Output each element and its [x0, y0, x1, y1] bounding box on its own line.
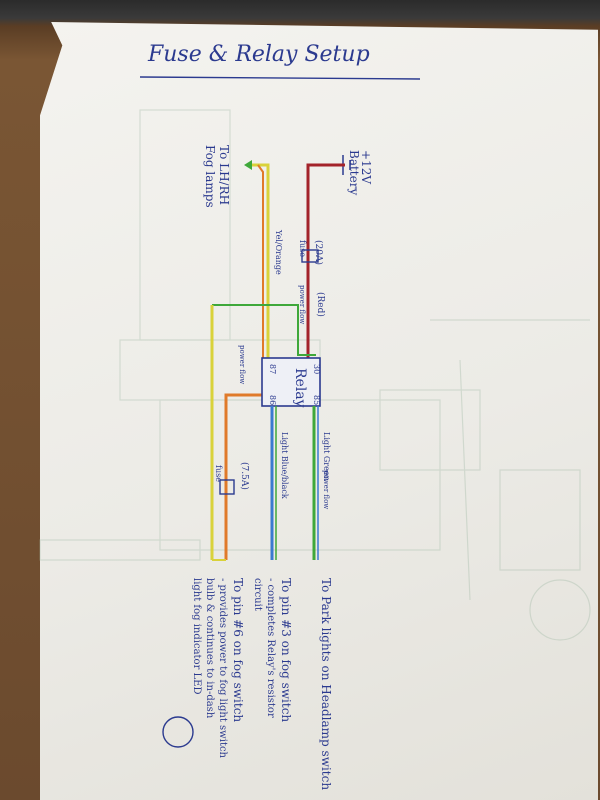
paper-sheet — [40, 22, 598, 800]
relay-box — [261, 357, 321, 407]
relay-pin-87: 87 — [268, 364, 277, 374]
relay-pin-30: 30 — [312, 364, 321, 374]
fog-lamps-label-line2: Fog lamps — [203, 145, 217, 208]
fuse-20a-symbol — [301, 249, 319, 263]
note-pin6-line3: bulb & continues to in-dash — [204, 578, 215, 719]
yellow-orange-wire — [252, 163, 270, 370]
led-circle — [162, 716, 194, 748]
fuse-20a-rating: (20A) — [313, 240, 324, 265]
battery-label-line2: Battery — [347, 150, 361, 195]
relay-pin-85: 85 — [312, 395, 321, 405]
battery-label-line1: +12V — [359, 150, 373, 184]
note-park-lights: To Park lights on Headlamp switch — [319, 578, 333, 790]
light-blue-black-label: Light Blue/black — [280, 432, 289, 499]
green-jumper-wire — [212, 304, 316, 356]
fuse-20a-label: fuse — [298, 240, 307, 257]
note-pin6-line4: light fog indicator LED — [191, 578, 202, 695]
title-underline — [139, 76, 421, 80]
note-pin6-line2: - provides power to fog light switch — [217, 578, 228, 759]
red-wire-label: (Red) — [315, 292, 326, 317]
power-flow-top: power flow — [298, 285, 306, 324]
relay-pin-86: 86 — [268, 395, 277, 405]
arrow-to-fog-lamps — [244, 160, 252, 170]
note-pin3-line1: To pin #3 on fog switch — [279, 578, 293, 722]
orange-fuse-wire — [224, 393, 262, 560]
note-pin3-line3: circuit — [252, 578, 263, 611]
red-wire — [306, 163, 345, 369]
note-pin3-line2: - completes Relay's resistor — [265, 578, 276, 718]
fuse-7-5a-label: fuse — [214, 465, 223, 482]
yellow-orange-label: Yel/Orange — [274, 229, 283, 275]
page-title: Fuse & Relay Setup — [148, 42, 370, 67]
fog-lamps-label-line1: To LH/RH — [217, 145, 231, 205]
power-flow-right: power flow — [322, 470, 330, 509]
note-pin6-line1: To pin #6 on fog switch — [231, 578, 245, 722]
relay-label: Relay — [292, 368, 308, 408]
fuse-7-5a-symbol — [219, 479, 235, 495]
power-flow-left: power flow — [238, 345, 246, 384]
light-green-label: Light Green — [322, 432, 331, 481]
fuse-7-5a-rating: (7.5A) — [239, 462, 250, 490]
